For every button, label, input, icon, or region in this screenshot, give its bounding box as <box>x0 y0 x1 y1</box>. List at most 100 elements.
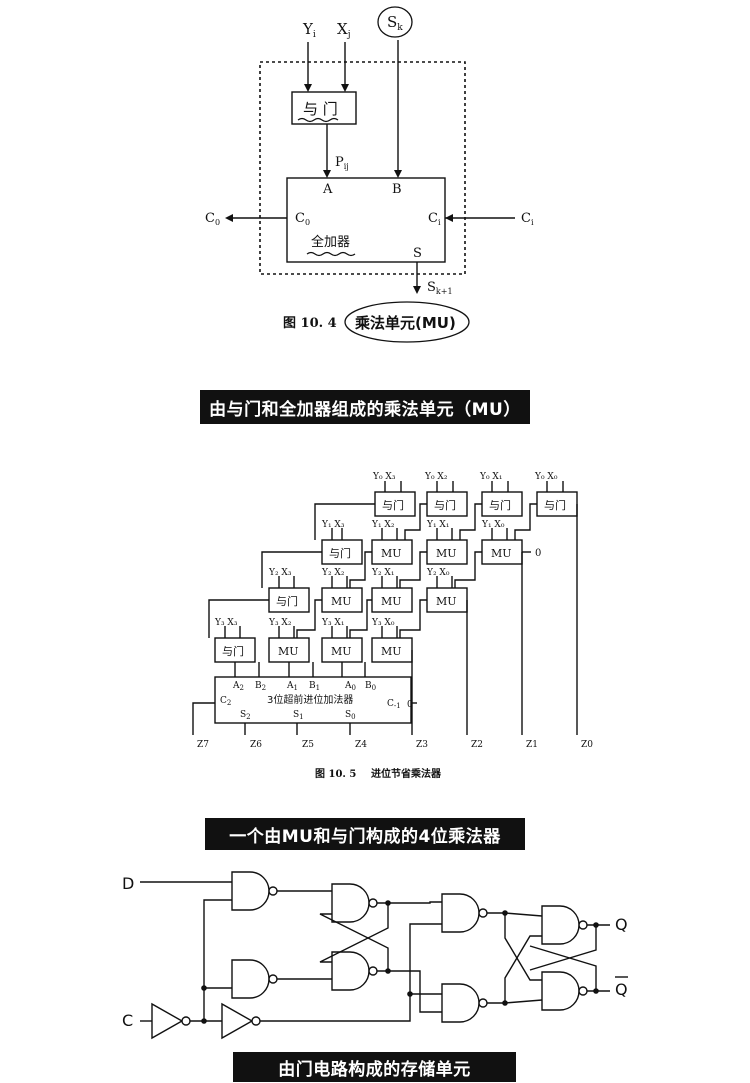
input-label-r2-c2: Y₂ X₂ <box>321 568 345 578</box>
cla-adder-label: 3位超前进位加法器 <box>267 693 353 706</box>
output-z2: Z2 <box>471 740 483 750</box>
input-label-r1-c0: Y₁ X₀ <box>481 520 505 530</box>
mu-label-r2-c0: MU <box>436 595 457 608</box>
and-label-r0-c3: 与门 <box>382 498 404 512</box>
input-label-r3-c3: Y₃ X₃ <box>214 618 238 628</box>
port-s-label: S <box>413 246 422 261</box>
full-adder-underline <box>306 251 356 257</box>
mu-label-r1-c1: MU <box>436 547 457 560</box>
port-a-label: A <box>322 182 333 197</box>
full-adder-box <box>286 177 446 263</box>
port-ci-label: Ci <box>428 211 441 227</box>
input-yi-label: Yi <box>302 20 316 40</box>
nand-gates <box>151 871 588 1040</box>
interconnect-wires <box>208 503 578 735</box>
storage-cell-diagram: D C Q Q <box>122 871 628 1040</box>
adder-port-a1: A1 <box>286 681 298 692</box>
figure1-caption-title: 乘法单元(MU) <box>354 314 456 332</box>
and-label-r0-c2: 与门 <box>434 498 456 512</box>
zero-adder: 0 <box>407 700 413 710</box>
nand-gate-2 <box>231 959 270 999</box>
figure1-caption-number: 图 10. 4 <box>283 316 337 331</box>
input-label-r1-c2: Y₁ X₂ <box>371 520 395 530</box>
nand-gate-8 <box>541 971 580 1011</box>
mu-label-r2-c2: MU <box>331 595 352 608</box>
input-label-r0-c2: Y₀ X₂ <box>424 472 448 482</box>
zero-r1: 0 <box>535 548 541 559</box>
banner-multiplier-text: 一个由MU和与门构成的4位乘法器 <box>229 826 501 847</box>
carry-in-ext-label: Ci <box>521 211 534 227</box>
output-z3: Z3 <box>416 740 428 750</box>
input-sk-label: Sk <box>387 13 403 33</box>
adder-port-b1: B1 <box>309 681 320 692</box>
input-c-label: C <box>122 1011 133 1030</box>
and-label-r3: 与门 <box>222 644 244 658</box>
adder-port-s1: S1 <box>293 710 304 721</box>
nand-gate-3 <box>331 883 370 923</box>
adder-port-a2: A2 <box>232 681 244 692</box>
inverter-bubble-1 <box>181 1016 191 1026</box>
mu-label-r1-c0: MU <box>491 547 512 560</box>
output-wires <box>192 702 351 735</box>
and-gate-label: 与 门 <box>303 100 338 118</box>
nand-gate-7 <box>541 905 580 945</box>
input-d-label: D <box>122 874 134 893</box>
pij-label: Pij <box>335 155 349 171</box>
banner-mu: 由与门和全加器组成的乘法单元（MU） <box>200 390 530 424</box>
port-b-label: B <box>392 182 402 197</box>
nand-gate-6 <box>441 983 480 1023</box>
mu-r2-c2 <box>321 587 363 613</box>
banner-mu-text: 由与门和全加器组成的乘法单元（MU） <box>209 399 521 420</box>
banner-storage: 由门电路构成的存储单元 <box>233 1052 516 1082</box>
banner-multiplier: 一个由MU和与门构成的4位乘法器 <box>205 818 525 850</box>
adder-port-s0: S0 <box>345 710 356 721</box>
adder-port-cm1: C-1 <box>387 699 401 710</box>
port-c0-label: C0 <box>295 211 310 227</box>
and-gate-r1 <box>321 539 363 565</box>
figure-multiplier-panel: 与门 与门 与门 与门 Y₀ X₃ Y₀ X₂ Y₀ X₁ Y₀ X₀ 与门 M… <box>175 455 600 785</box>
banner-storage-text: 由门电路构成的存储单元 <box>278 1059 471 1080</box>
inverter-1 <box>151 1002 184 1040</box>
output-z4: Z4 <box>355 740 367 750</box>
adder-port-a0: A0 <box>344 681 356 692</box>
carry-out-ext-label: C0 <box>205 211 220 227</box>
arrow-sk <box>394 170 402 178</box>
mu-r1-c2 <box>371 539 413 565</box>
adder-port-b2: B2 <box>255 681 266 692</box>
input-label-r2-c1: Y₂ X₁ <box>371 568 394 578</box>
input-label-r0-c3: Y₀ X₃ <box>372 472 396 482</box>
output-z7: Z7 <box>197 740 209 750</box>
mu-label-r3-c1: MU <box>331 645 352 658</box>
nand-bubble-6 <box>478 998 488 1008</box>
figure-mu-panel: Yi Xj Sk 与 门 Pij A B C0 Ci 全加器 S C0 C <box>195 0 550 365</box>
output-z1: Z1 <box>526 740 538 750</box>
arrow-ci <box>445 214 453 222</box>
mu-r3-c0 <box>371 637 413 663</box>
nand-bubble-7 <box>578 920 588 930</box>
and-gate-r0-c3 <box>374 491 416 517</box>
input-xj-label: Xj <box>337 20 350 40</box>
input-label-r3-c1: Y₃ X₁ <box>321 618 344 628</box>
output-z5: Z5 <box>302 740 314 750</box>
sk-circle-mark <box>377 6 413 38</box>
storage-wires <box>140 881 610 1022</box>
mu-r2-c0 <box>426 587 468 613</box>
input-label-r2-c3: Y₂ X₃ <box>268 568 292 578</box>
figure-storage-panel: D C Q Q <box>110 858 640 1048</box>
inverter-2 <box>221 1002 254 1040</box>
input-label-r2-c0: Y₂ X₀ <box>426 568 450 578</box>
input-label-r3-c0: Y₃ X₀ <box>371 618 395 628</box>
nand-gate-5 <box>441 893 480 933</box>
mu-dashed-boundary <box>259 61 466 275</box>
figure2-caption-title: 进位节省乘法器 <box>371 767 442 780</box>
output-z6: Z6 <box>250 740 262 750</box>
and-gate-r2 <box>268 587 310 613</box>
caption-circle-mark <box>344 301 470 343</box>
inverter-bubble-2 <box>251 1016 261 1026</box>
output-qbar-label: Q <box>615 980 628 999</box>
sum-out-label: Sk+1 <box>427 280 453 296</box>
adder-port-b0: B0 <box>365 681 376 692</box>
junction-dots <box>201 900 599 1024</box>
nand-bubble-2 <box>268 974 278 984</box>
figure2-caption-number: 图 10. 5 <box>315 768 356 780</box>
